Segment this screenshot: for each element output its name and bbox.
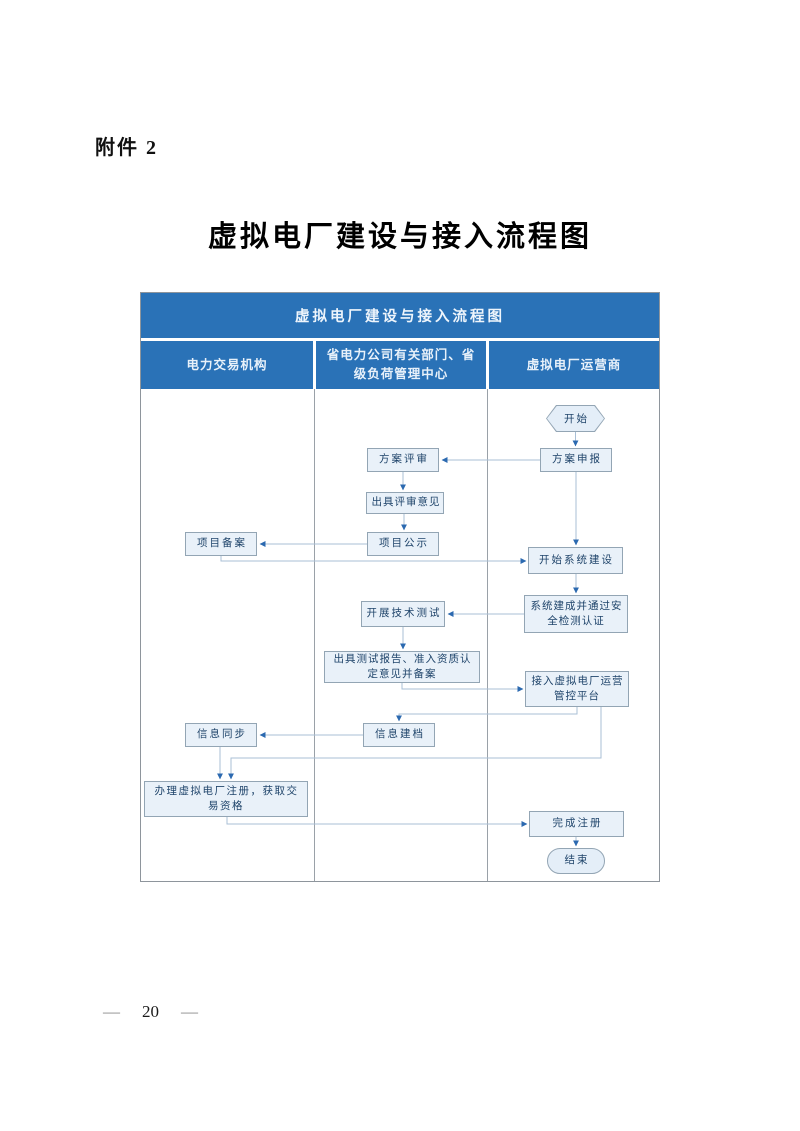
flowchart-body: 开始 方案申报 方案评审 出具评审意见 项目公示 项目备案 开始系统建设 系统建… <box>141 389 659 881</box>
node-start-label: 开始 <box>547 406 604 431</box>
footer-dash-left: — <box>103 1002 120 1021</box>
edge-project-filing-to-start-system-construction <box>220 556 527 564</box>
node-conduct-technical-testing: 开展技术测试 <box>361 601 445 627</box>
flowchart-banner-title: 虚拟电厂建设与接入流程图 <box>141 293 659 338</box>
node-issue-test-report-filing: 出具测试报告、准入资质认定意见并备案 <box>324 651 480 683</box>
footer-page-number: 20 <box>142 1002 159 1021</box>
node-info-archiving: 信息建档 <box>363 723 435 747</box>
node-register-vpp: 办理虚拟电厂注册，获取交易资格 <box>144 781 308 817</box>
swimlane-divider-2 <box>487 389 488 881</box>
node-start-system-construction: 开始系统建设 <box>528 547 623 574</box>
page-footer: — 20 — <box>103 1002 198 1022</box>
node-issue-review-opinion: 出具评审意见 <box>366 492 444 514</box>
node-start: 开始 <box>546 405 605 432</box>
document-title: 虚拟电厂建设与接入流程图 <box>207 221 592 253</box>
node-end: 结束 <box>547 848 605 874</box>
edge-register-vpp-to-complete-registration <box>226 817 528 827</box>
swimlane-header-provincial-dept: 省电力公司有关部门、省级负荷管理中心 <box>316 341 486 389</box>
node-info-sync: 信息同步 <box>185 723 257 747</box>
node-project-filing: 项目备案 <box>185 532 257 556</box>
edge-access-platform-to-register-vpp <box>228 707 602 780</box>
swimlane-header-power-trading: 电力交易机构 <box>141 341 313 389</box>
node-plan-declaration: 方案申报 <box>540 448 612 472</box>
node-access-vpp-platform: 接入虚拟电厂运营管控平台 <box>525 671 629 707</box>
footer-dash-right: — <box>181 1002 198 1021</box>
swimlane-header-gap <box>486 341 489 389</box>
node-system-completed-certified: 系统建成并通过安全检测认证 <box>524 595 628 633</box>
swimlane-header-gap <box>313 341 316 389</box>
attachment-label: 附件 2 <box>95 137 158 159</box>
flowchart: 虚拟电厂建设与接入流程图 电力交易机构 省电力公司有关部门、省级负荷管理中心 虚… <box>140 292 660 882</box>
swimlane-header-vpp-operator: 虚拟电厂运营商 <box>489 341 659 389</box>
connector-layer <box>217 432 602 847</box>
banner-divider <box>141 338 659 341</box>
node-plan-review: 方案评审 <box>367 448 439 472</box>
edge-issue-test-report-to-access-platform <box>401 683 524 692</box>
swimlane-divider-1 <box>314 389 315 881</box>
node-project-publicity: 项目公示 <box>367 532 439 556</box>
node-complete-registration: 完成注册 <box>529 811 624 837</box>
edge-access-platform-to-info-archiving <box>396 707 578 722</box>
swimlane-header-row: 电力交易机构 省电力公司有关部门、省级负荷管理中心 虚拟电厂运营商 <box>141 341 659 389</box>
